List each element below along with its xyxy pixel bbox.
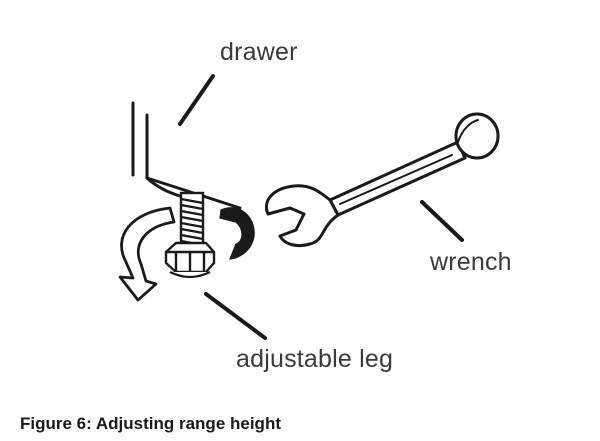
drawer-leader-line bbox=[178, 74, 215, 126]
adjustable-leg-label: adjustable leg bbox=[236, 345, 394, 373]
wrench-label: wrench bbox=[430, 248, 512, 276]
adjustable-leg-leader-line bbox=[204, 292, 267, 340]
leg-foot bbox=[169, 271, 211, 279]
rotation-arrow-icon bbox=[118, 206, 255, 302]
leg-threaded-rod bbox=[179, 191, 205, 247]
wrench-leader-line bbox=[420, 200, 464, 242]
drawer-label: drawer bbox=[220, 38, 298, 66]
wrench-icon bbox=[265, 112, 500, 248]
figure-caption: Figure 6: Adjusting range height bbox=[20, 414, 281, 433]
callout-leader-lines bbox=[178, 74, 464, 340]
leg-hex-nut bbox=[164, 241, 216, 274]
